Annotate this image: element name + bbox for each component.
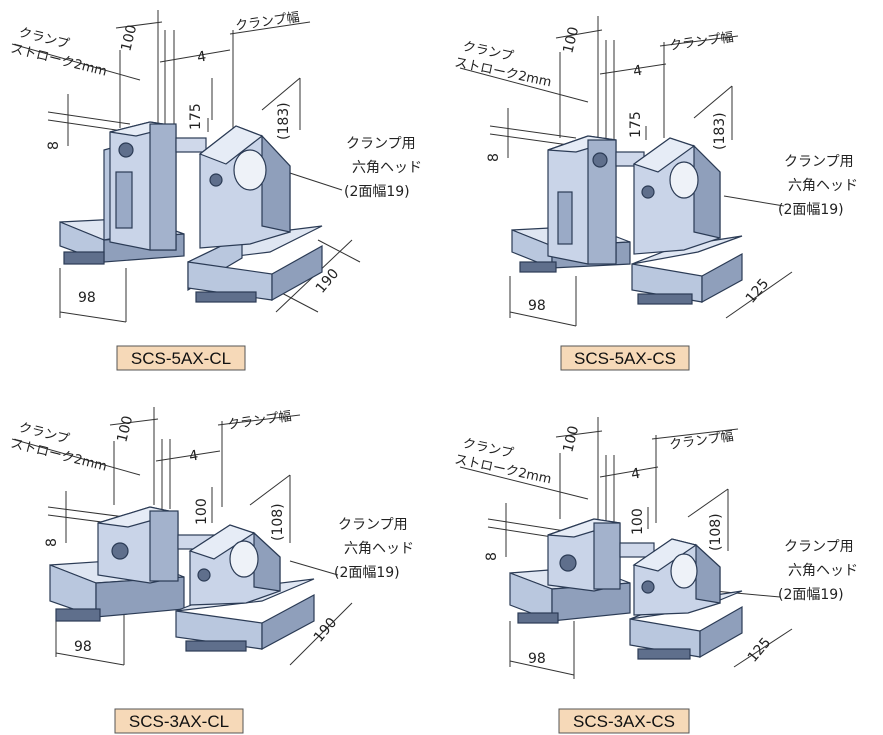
dim-100: 100	[560, 424, 582, 454]
dim-height: 100	[194, 498, 210, 525]
dimension-lines	[459, 16, 793, 327]
model-label: SCS-3AX-CL	[129, 712, 229, 731]
panel-scs-5ax-cs: クランプ ストローク2mm 100 4 クランプ幅 175 (183) 8 98…	[453, 16, 858, 371]
dim-clamp-height: (183)	[276, 102, 292, 140]
dim-8: 8	[46, 141, 62, 150]
hex-line-1: クランプ用	[346, 136, 416, 152]
dim-100: 100	[114, 414, 136, 444]
dim-8: 8	[486, 153, 502, 162]
model-label-box	[558, 708, 690, 734]
hex-line-1: クランプ用	[784, 539, 854, 555]
clamp-width-label: クランプ幅	[668, 30, 734, 54]
panel-scs-3ax-cs: クランプ ストローク2mm 100 4 クランプ幅 100 (108) 8 98…	[453, 417, 858, 734]
dim-98: 98	[78, 290, 96, 306]
dim-base: 125	[743, 276, 772, 307]
dim-4: 4	[630, 466, 642, 483]
dim-4: 4	[188, 448, 200, 465]
dim-height: 175	[188, 103, 204, 130]
hex-line-1: クランプ用	[338, 517, 408, 533]
panel-scs-3ax-cl: クランプ ストローク2mm 100 4 クランプ幅 100 (108) 8 98…	[9, 407, 414, 734]
right-clamp-unit	[631, 137, 743, 305]
model-label: SCS-3AX-CS	[573, 712, 675, 731]
dim-height: 100	[630, 508, 646, 535]
dim-base: 125	[745, 635, 774, 666]
hex-line-1: クランプ用	[784, 154, 854, 170]
left-clamp-unit	[49, 506, 215, 622]
dim-4: 4	[632, 63, 644, 80]
clamp-width-label: クランプ幅	[226, 409, 292, 433]
dim-8: 8	[484, 552, 500, 561]
dim-4: 4	[196, 49, 208, 66]
model-label-box	[116, 345, 246, 371]
dim-clamp-height: (108)	[270, 503, 286, 541]
left-clamp-unit	[511, 135, 645, 273]
dimension-lines	[459, 417, 793, 679]
model-label-box	[560, 345, 690, 371]
hex-line-2: 六角ヘッド	[352, 160, 422, 176]
clamp-width-label: クランプ幅	[234, 10, 300, 34]
hex-line-3: (2面幅19)	[344, 184, 410, 200]
hex-line-2: 六角ヘッド	[344, 541, 414, 557]
left-clamp-unit	[59, 121, 207, 265]
hex-line-3: (2面幅19)	[778, 202, 844, 218]
dim-clamp-height: (183)	[712, 112, 728, 150]
model-label: SCS-5AX-CS	[574, 349, 676, 368]
dim-98: 98	[528, 651, 546, 667]
dim-height: 175	[628, 111, 644, 138]
dim-100: 100	[118, 23, 140, 53]
right-clamp-unit	[629, 538, 743, 660]
dim-clamp-height: (108)	[708, 513, 724, 551]
hex-line-2: 六角ヘッド	[788, 178, 858, 194]
right-clamp-unit	[175, 524, 315, 652]
hex-line-2: 六角ヘッド	[788, 563, 858, 579]
model-label-box	[114, 708, 244, 734]
dim-8: 8	[44, 538, 60, 547]
dim-98: 98	[528, 298, 546, 314]
hex-line-3: (2面幅19)	[334, 565, 400, 581]
dim-98: 98	[74, 639, 92, 655]
model-label: SCS-5AX-CL	[131, 349, 231, 368]
panel-scs-5ax-cl: クランプ ストローク2mm 100 4 クランプ幅 175 (183) 8 98…	[9, 10, 422, 371]
hex-line-3: (2面幅19)	[778, 587, 844, 603]
left-clamp-unit	[509, 518, 655, 624]
right-clamp-unit	[187, 125, 323, 303]
dim-100: 100	[560, 25, 582, 55]
clamp-width-label: クランプ幅	[668, 429, 734, 453]
dimension-lines	[11, 10, 361, 323]
